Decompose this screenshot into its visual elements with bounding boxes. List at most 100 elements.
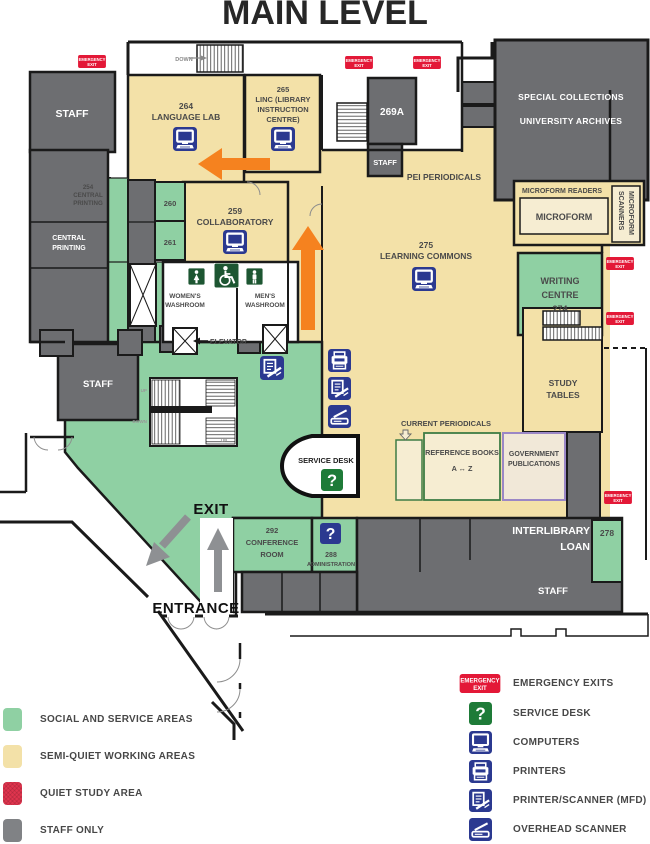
service-desk-icon [321, 469, 343, 491]
interlibrary-loan-label: INTERLIBRARY [512, 525, 590, 537]
accessible-washroom-icon [214, 263, 239, 288]
legend-label: PRINTERS [513, 766, 566, 777]
legend-row-emergency: EMERGENCY EXITS [457, 674, 647, 693]
computer-icon [173, 127, 197, 151]
computer-icon [223, 230, 247, 254]
overhead-scanner-icon [328, 405, 351, 428]
svg-text:PUBLICATIONS: PUBLICATIONS [508, 461, 560, 468]
room-staff-northwest [28, 70, 117, 154]
legend-label: SERVICE DESK [513, 708, 591, 719]
room-staff-southeast [355, 516, 624, 614]
linc-label: 265 [277, 85, 290, 94]
service-desk-label: SERVICE DESK [298, 456, 354, 465]
legend-label: SOCIAL AND SERVICE AREAS [40, 714, 193, 725]
svg-text:INSTRUCTION: INSTRUCTION [257, 105, 308, 114]
legend-row-quiet: QUIET STUDY AREA [3, 782, 195, 805]
legend-label: OVERHEAD SCANNER [513, 824, 627, 835]
legend-label: COMPUTERS [513, 737, 580, 748]
study-tables-label: STUDY [549, 378, 578, 388]
svg-text:WASHROOM: WASHROOM [245, 302, 285, 309]
collaboratory-label: 259 [228, 206, 242, 216]
svg-text:CONFERENCE: CONFERENCE [246, 538, 299, 547]
administration-label: 288 [325, 552, 337, 559]
legend-label: EMERGENCY EXITS [513, 678, 614, 689]
printer-icon [468, 760, 492, 783]
svg-text:UNIVERSITY ARCHIVES: UNIVERSITY ARCHIVES [520, 116, 623, 126]
svg-text:274: 274 [552, 304, 567, 314]
legend-areas: SOCIAL AND SERVICE AREAS SEMI-QUIET WORK… [3, 708, 195, 844]
microform-scanners-label: MICROFORM [627, 191, 634, 235]
emergency-exit-badge [606, 312, 634, 325]
service-desk-icon [468, 702, 492, 725]
small-room-a [461, 81, 499, 105]
svg-text:LEARNING COMMONS: LEARNING COMMONS [380, 251, 472, 261]
svg-text:CENTRAL: CENTRAL [73, 192, 103, 199]
svg-text:PRINTING: PRINTING [73, 200, 103, 207]
stairs-east-lower [542, 326, 603, 341]
exit-label: EXIT [193, 501, 228, 518]
staff-southeast-label: STAFF [538, 586, 568, 597]
staff-northwest-label: STAFF [55, 108, 89, 120]
government-publications-shelf [502, 432, 566, 501]
printing-254-label: 254 [83, 184, 94, 191]
current-periodicals-label: CURRENT PERIODICALS [401, 419, 491, 428]
svg-text:TABLES: TABLES [546, 390, 580, 400]
reference-books-shelf [423, 432, 501, 501]
legend-row-semi-quiet: SEMI-QUIET WORKING AREAS [3, 745, 195, 768]
service-desk [280, 434, 360, 498]
conference-room-label: 292 [266, 526, 279, 535]
legend-row-computers: COMPUTERS [457, 731, 647, 754]
stairwell-up-label-2: UP [221, 438, 227, 443]
down-arrow-icon [398, 429, 413, 441]
legend-row-printers: PRINTERS [457, 760, 647, 783]
emergency-exit-badge [413, 56, 441, 69]
legend-row-service-desk: SERVICE DESK [457, 702, 647, 725]
svg-text:PRINTING: PRINTING [52, 245, 86, 252]
government-publications-label: GOVERNMENT [509, 451, 560, 458]
printer-scanner-mfd-icon [468, 789, 492, 812]
small-room-b [461, 105, 499, 128]
room-261-label: 261 [164, 238, 177, 247]
orange-arrow-up-icon [292, 226, 324, 330]
semi-quiet-swatch [3, 745, 22, 768]
language-lab-label: 264 [179, 101, 193, 111]
elevator-arrow-icon [193, 337, 208, 345]
lobby-block-2 [117, 329, 143, 356]
overhead-scanner-icon [468, 818, 492, 841]
emergency-exit-badge [606, 257, 634, 270]
legend-symbols: EMERGENCY EXITS SERVICE DESK COMPUTERS P… [457, 674, 647, 844]
computer-icon [412, 267, 436, 291]
svg-text:WASHROOM: WASHROOM [165, 302, 205, 309]
printer-icon [328, 349, 351, 372]
emergency-exit-badge [78, 55, 106, 68]
room-260-label: 260 [164, 199, 177, 208]
orange-arrow-left-icon [198, 148, 270, 180]
legend-label: QUIET STUDY AREA [40, 788, 143, 799]
printer-scanner-mfd-icon [260, 356, 284, 380]
room-278-label: 278 [600, 528, 614, 538]
womens-washroom-label: WOMEN'S [169, 293, 201, 300]
svg-text:LOAN: LOAN [560, 541, 590, 553]
microform-box [519, 197, 609, 235]
svg-text:LINC (LIBRARY: LINC (LIBRARY [255, 95, 310, 104]
printer-scanner-mfd-icon [328, 377, 351, 400]
writing-centre-label: WRITING [541, 276, 580, 286]
legend-row-overhead: OVERHEAD SCANNER [457, 818, 647, 841]
mens-washroom-icon [246, 268, 263, 285]
staff-block-east [566, 431, 601, 519]
legend-label: PRINTER/SCANNER (MFD) [513, 795, 647, 806]
microform-label: MICROFORM [536, 212, 593, 222]
microform-readers-label: MICROFORM READERS [522, 188, 602, 195]
svg-text:A ↔ Z: A ↔ Z [452, 464, 473, 473]
social-areas-swatch [3, 708, 22, 731]
svg-text:SCANNERS: SCANNERS [617, 191, 624, 231]
mens-washroom-label: MEN'S [255, 293, 276, 300]
emergency-exit-badge [345, 56, 373, 69]
svg-text:CENTRE: CENTRE [541, 290, 578, 300]
staff-269-label: STAFF [373, 158, 397, 167]
stairwell-down-label: DOWN [132, 419, 147, 424]
emergency-exit-badge [604, 491, 632, 504]
stairs-down-arrow-icon [190, 55, 207, 61]
svg-text:ADMINISTRATION: ADMINISTRATION [307, 562, 355, 568]
